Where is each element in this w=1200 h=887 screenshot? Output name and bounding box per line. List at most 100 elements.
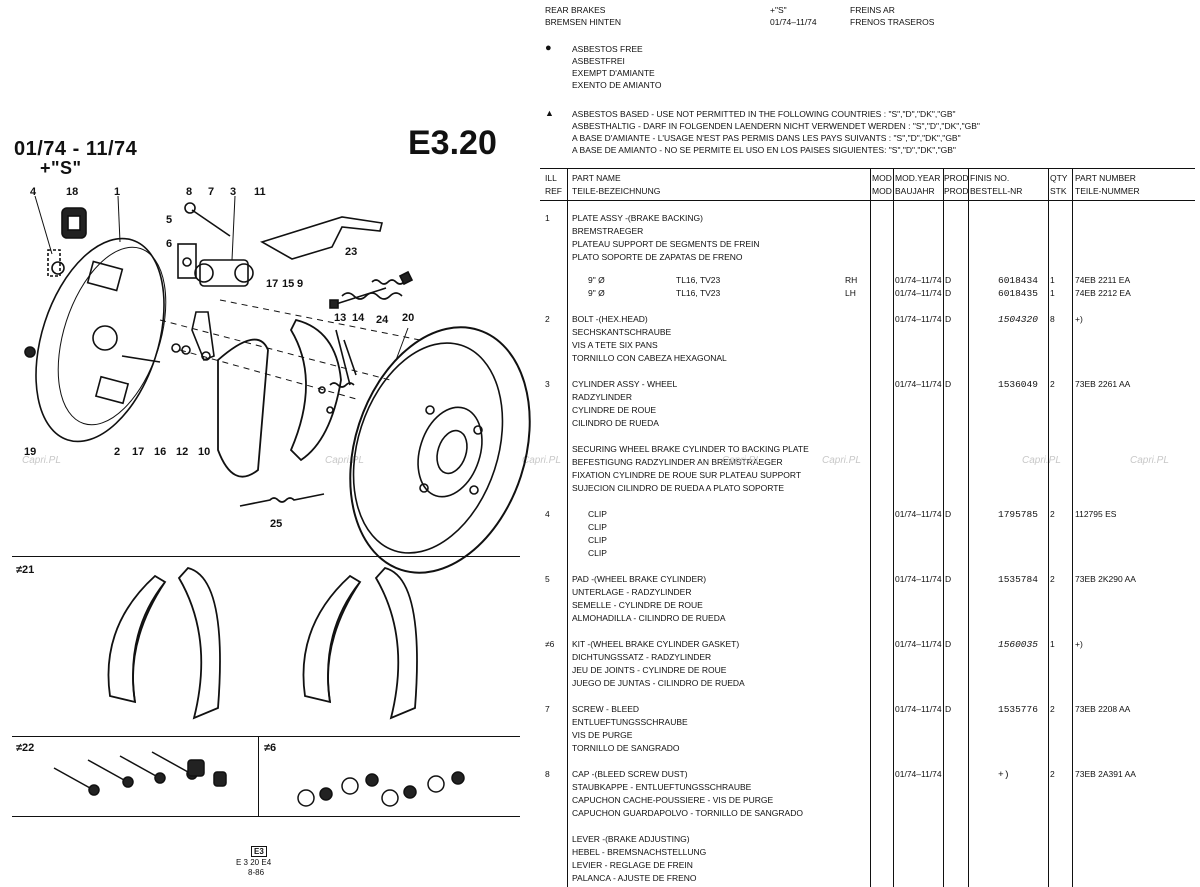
row-prod: D xyxy=(945,288,952,298)
row-name-line: CAP -(BLEED SCREW DUST) xyxy=(572,769,688,779)
row-pnum: +) xyxy=(1075,314,1083,324)
brake-shoes-set-diagram xyxy=(107,566,418,720)
row-name-line: JUEGO DE JUNTAS - CILINDRO DE RUEDA xyxy=(572,678,745,688)
callout-18: 18 xyxy=(66,186,79,198)
row-pnum: 73EB 2261 AA xyxy=(1075,379,1131,389)
row-qty: 2 xyxy=(1050,574,1055,584)
row-year: 01/74–11/74 xyxy=(895,275,942,285)
callout-8: 8 xyxy=(186,186,193,198)
watermark: Capri.PL xyxy=(1130,455,1169,466)
col-finis-header: FINIS NO.BESTELL-NR xyxy=(970,173,1023,196)
callout-12: 12 xyxy=(176,446,189,458)
callout-16: 16 xyxy=(154,446,167,458)
row-name-line: FIXATION CYLINDRE DE ROUE SUR PLATEAU SU… xyxy=(572,470,802,480)
row-finis: 1535776 xyxy=(998,704,1038,715)
row-name-line: ALMOHADILLA - CILINDRO DE RUEDA xyxy=(572,613,726,623)
row-qty: 2 xyxy=(1050,704,1055,714)
row-name-line: LEVIER - REGLAGE DE FREIN xyxy=(572,860,693,870)
row-prod: D xyxy=(945,574,952,584)
row-qty: 1 xyxy=(1050,288,1055,298)
asbestos-based-note: ASBESTOS BASED - USE NOT PERMITTED IN TH… xyxy=(572,109,980,155)
row-name-line: TORNILLO CON CABEZA HEXAGONAL xyxy=(572,353,727,363)
row-mod: RH xyxy=(845,275,858,285)
row-name-line: ENTLUEFTUNGSSCHRAUBE xyxy=(572,717,688,727)
callout-4: 4 xyxy=(30,186,37,198)
row-name-line: PAD -(WHEEL BRAKE CYLINDER) xyxy=(572,574,707,584)
watermark: Capri.PL xyxy=(722,455,761,466)
row-qty: 2 xyxy=(1050,769,1055,779)
callout-19: 19 xyxy=(24,446,37,458)
row-year: 01/74–11/74 xyxy=(895,288,942,298)
row-name-line: TORNILLO DE SANGRADO xyxy=(572,743,680,753)
date-range-title: 01/74 - 11/74 xyxy=(14,138,138,160)
row-name-line: RADZYLINDER xyxy=(572,392,632,402)
row-name-line: LEVER -(BRAKE ADJUSTING) xyxy=(572,834,690,844)
row-name-line: CYLINDRE DE ROUE xyxy=(572,405,657,415)
brake-exploded-diagram xyxy=(24,195,531,574)
row-finis: 1535784 xyxy=(998,574,1038,585)
circle-bullet-icon: ● xyxy=(545,42,552,54)
row-prod: D xyxy=(945,379,952,389)
row-name-line: SECHSKANTSCHRAUBE xyxy=(572,327,672,337)
callout-11: 11 xyxy=(254,186,266,198)
row-prod: D xyxy=(945,639,952,649)
row-finis: 1795785 xyxy=(998,509,1038,520)
row-ref: 3 xyxy=(545,379,550,389)
callout-17: 17 xyxy=(266,278,279,290)
row-finis: 6018435 xyxy=(998,288,1038,299)
row-pnum: 73EB 2208 AA xyxy=(1075,704,1131,714)
row-ref: 8 xyxy=(545,769,550,779)
row-name-line: VIS A TETE SIX PANS xyxy=(572,340,658,350)
row-pnum: 73EB 2A391 AA xyxy=(1075,769,1136,779)
row-prod: D xyxy=(945,704,952,714)
row-name-line: 9" Ø xyxy=(588,275,605,285)
row-year: 01/74–11/74 xyxy=(895,704,942,714)
watermark: Capri.PL xyxy=(522,455,561,466)
page-code: E3.20 xyxy=(408,124,497,162)
row-prod: D xyxy=(945,275,952,285)
row-ref: 7 xyxy=(545,704,550,714)
row-name-line: CAPUCHON GUARDAPOLVO - TORNILLO DE SANGR… xyxy=(572,808,803,818)
callout-20: 20 xyxy=(402,312,415,324)
row-name-line: UNTERLAGE - RADZYLINDER xyxy=(572,587,692,597)
row-name-line: PLATO SOPORTE DE ZAPATAS DE FRENO xyxy=(572,252,743,262)
section-21-label: ≠21 xyxy=(16,564,35,576)
row-name-line: PALANCA - AJUSTE DE FRENO xyxy=(572,873,697,883)
row-mod: LH xyxy=(845,288,856,298)
triangle-bullet-icon: ▲ xyxy=(545,108,554,118)
row-finis: 1536049 xyxy=(998,379,1038,390)
row-qty: 1 xyxy=(1050,639,1055,649)
row-year: 01/74–11/74 xyxy=(895,574,942,584)
row-ref: 5 xyxy=(545,574,550,584)
callout-1: 1 xyxy=(114,186,121,198)
row-pnum: +) xyxy=(1075,639,1083,649)
footer-date: 8-86 xyxy=(248,868,265,877)
row-ref: 4 xyxy=(545,509,550,519)
watermark: Capri.PL xyxy=(1022,455,1061,466)
row-year: 01/74–11/74 xyxy=(895,639,942,649)
row-name-line: SUJECION CILINDRO DE RUEDA A PLATO SOPOR… xyxy=(572,483,785,493)
row-name-line: SECURING WHEEL BRAKE CYLINDER TO BACKING… xyxy=(572,444,809,454)
row-pnum: 73EB 2K290 AA xyxy=(1075,574,1136,584)
callout-17b: 17 xyxy=(132,446,145,458)
footer-box: E3 xyxy=(251,846,267,857)
callout-9: 9 xyxy=(297,278,304,290)
row-name-line: DICHTUNGSSATZ - RADZYLINDER xyxy=(572,652,712,662)
header-mid: +"S"01/74–11/74 xyxy=(770,5,817,27)
row-ref: 1 xyxy=(545,213,550,223)
callout-15: 15 xyxy=(282,278,295,290)
row-name-line: KIT -(WHEEL BRAKE CYLINDER GASKET) xyxy=(572,639,740,649)
row-name-line: PLATE ASSY -(BRAKE BACKING) xyxy=(572,213,704,223)
row-sub: TL16, TV23 xyxy=(676,275,721,285)
row-name-line: HEBEL - BREMSNACHSTELLUNG xyxy=(572,847,707,857)
row-year: 01/74–11/74 xyxy=(895,314,942,324)
callout-14: 14 xyxy=(352,312,365,324)
